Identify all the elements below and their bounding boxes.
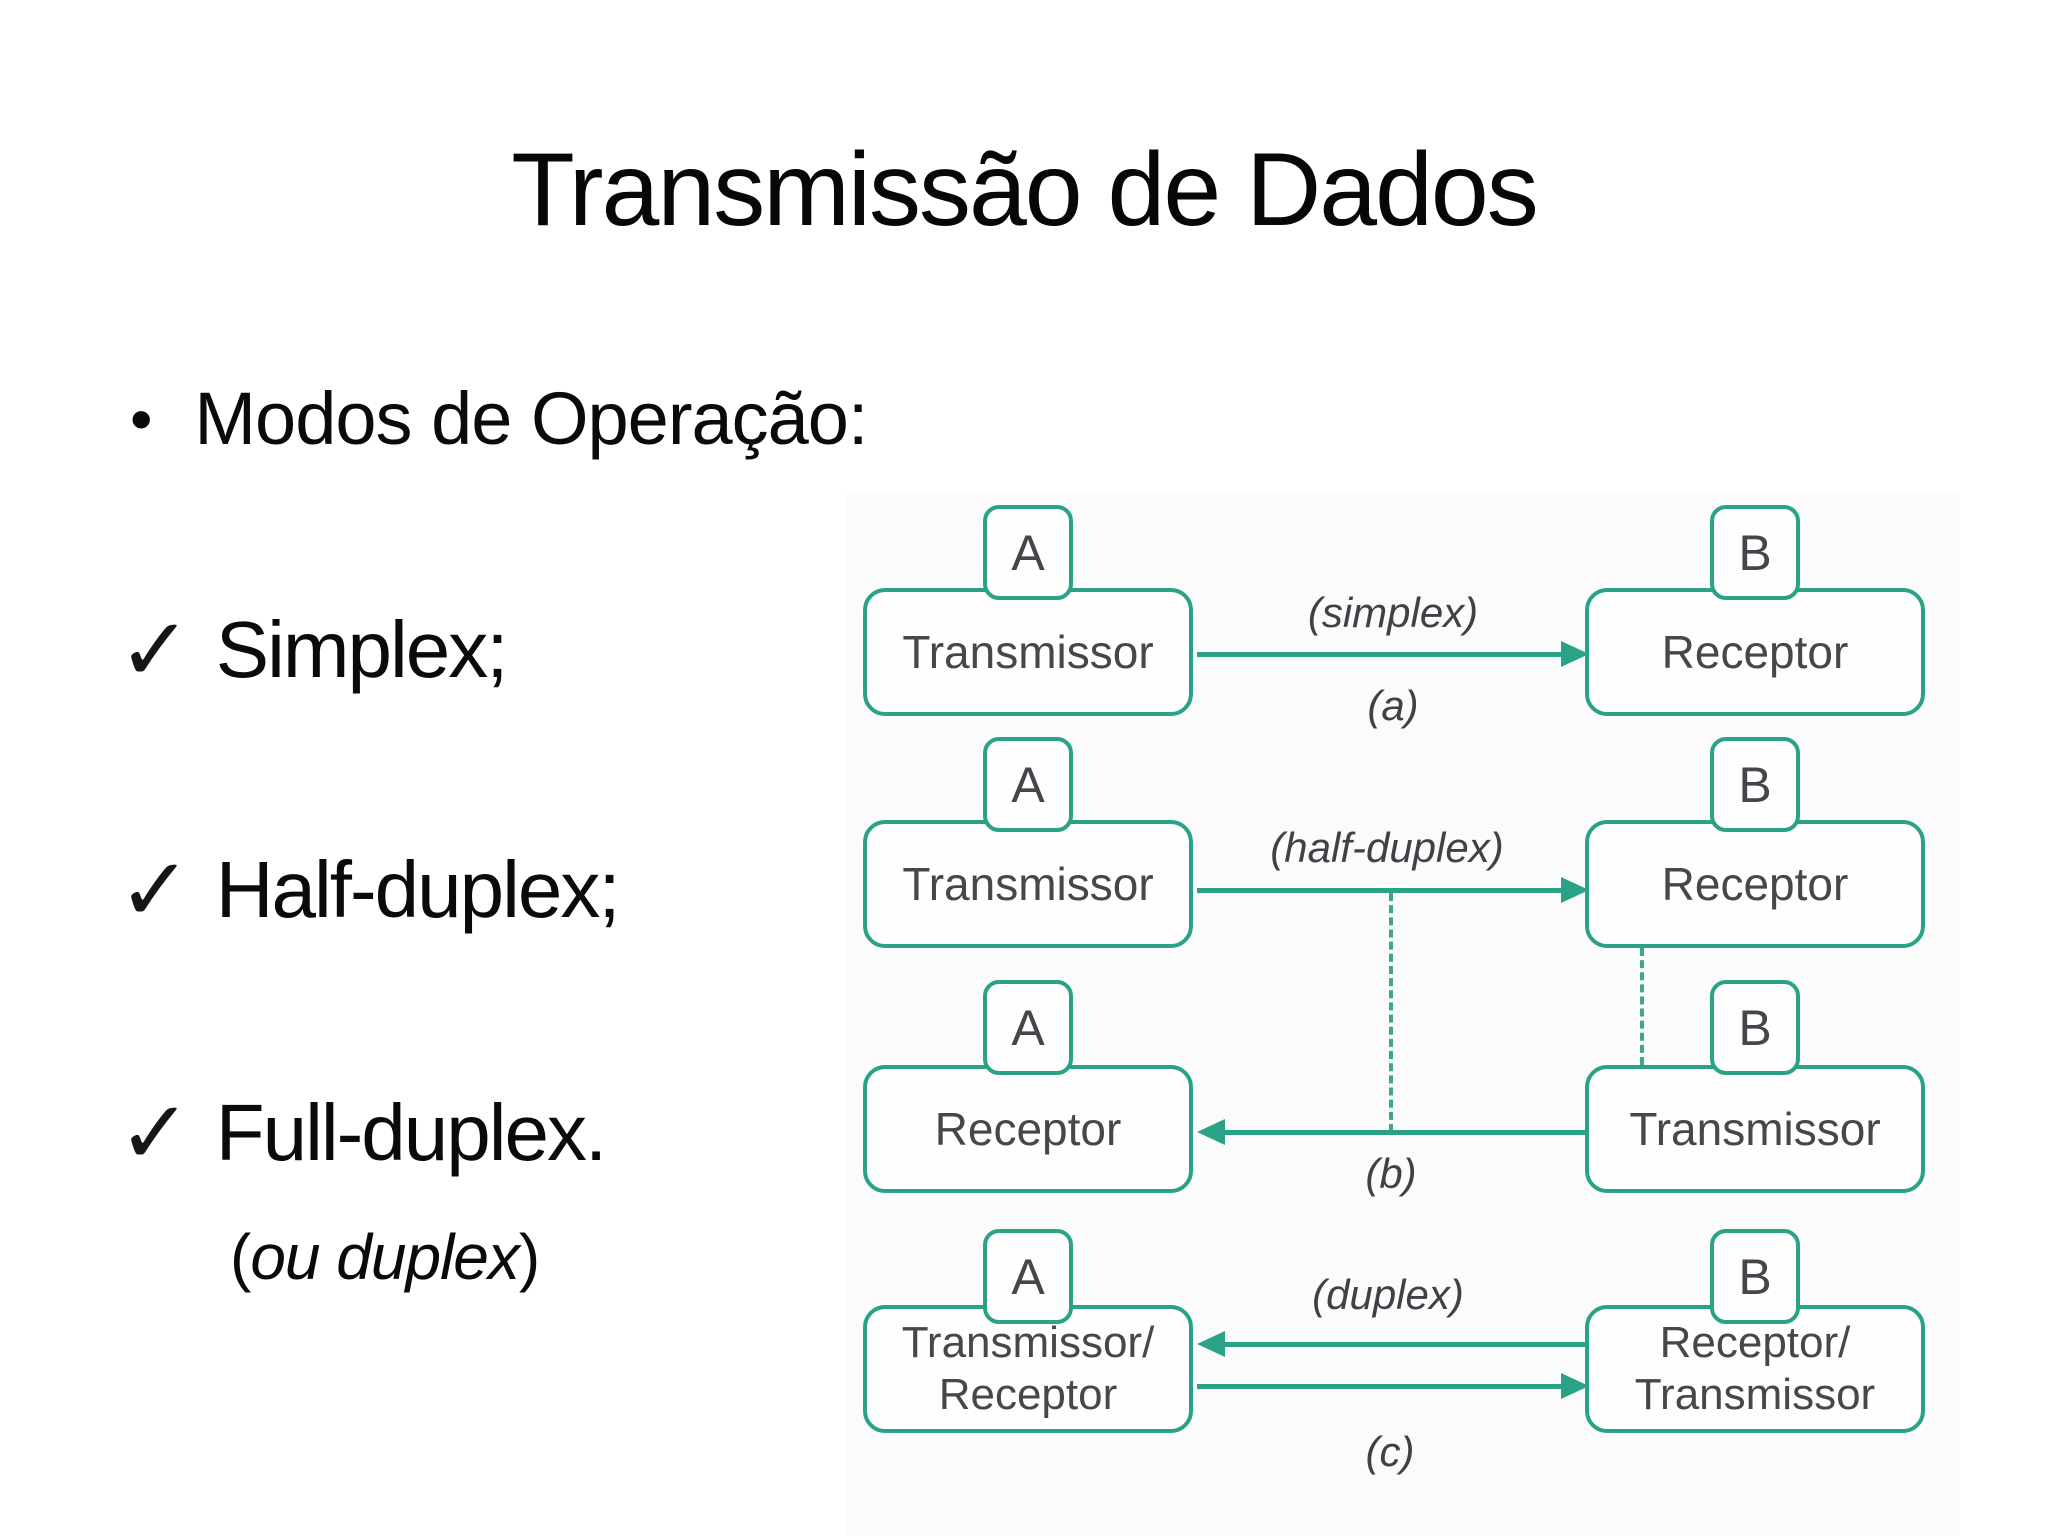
duplex-note: (ou duplex) [230, 1220, 540, 1294]
checklist-item-label: Half-duplex; [215, 845, 621, 934]
checkmark-icon: ✓ [118, 1081, 192, 1184]
checkmark-icon: ✓ [118, 838, 192, 941]
node-box-transmissor: Transmissor [1585, 1065, 1925, 1193]
note-italic-text: ou duplex [250, 1221, 520, 1293]
row-b-label: (b) [1365, 1150, 1417, 1197]
note-close-paren: ) [518, 1221, 540, 1293]
station-tab-a: A [983, 980, 1073, 1075]
checkmark-icon: ✓ [118, 598, 192, 701]
bullet-item: • Modos de Operação: [130, 376, 868, 461]
node-box-label: Transmissor [902, 858, 1154, 910]
node-box-transmissor-receptor: Transmissor/ Receptor [863, 1305, 1193, 1433]
checklist-item-half-duplex: ✓ Half-duplex; [118, 838, 621, 941]
node-box-label: Transmissor [902, 626, 1154, 678]
node-box-label: Transmissor [1634, 1370, 1876, 1419]
note-open-paren: ( [230, 1221, 251, 1293]
node-box-label: Receptor [1661, 858, 1849, 910]
dashed-connector-right [1640, 948, 1644, 1065]
station-tab-a: A [983, 505, 1073, 600]
station-tab-b: B [1710, 980, 1800, 1075]
checklist-item-label: Simplex; [215, 605, 509, 694]
node-box-receptor: Receptor [863, 1065, 1193, 1193]
node-box-label: Receptor/ [1659, 1318, 1851, 1367]
checklist-item-full-duplex: ✓ Full-duplex. [118, 1081, 608, 1184]
duplex-label: (duplex) [1312, 1271, 1464, 1318]
row-c-label: (c) [1365, 1428, 1415, 1475]
node-box-receptor: Receptor [1585, 588, 1925, 716]
row-a-label: (a) [1367, 682, 1419, 729]
station-tab-a: A [983, 737, 1073, 832]
node-box-label: Receptor [1661, 626, 1849, 678]
simplex-label: (simplex) [1307, 589, 1479, 636]
half-duplex-label: (half-duplex) [1270, 824, 1504, 871]
node-box-transmissor: Transmissor [863, 820, 1193, 948]
station-tab-b: B [1710, 737, 1800, 832]
node-box-label: Receptor [938, 1370, 1118, 1419]
node-box-label: Transmissor/ [901, 1318, 1155, 1367]
slide-title: Transmissão de Dados [511, 132, 1539, 248]
node-box-label: Transmissor [1629, 1103, 1881, 1155]
station-tab-b: B [1710, 505, 1800, 600]
node-box-transmissor: Transmissor [863, 588, 1193, 716]
bullet-marker: • [130, 382, 153, 455]
station-tab-a: A [983, 1229, 1073, 1324]
node-box-receptor: Receptor [1585, 820, 1925, 948]
checklist-item-label: Full-duplex. [215, 1088, 608, 1177]
dashed-connector-center [1389, 893, 1393, 1132]
station-tab-b: B [1710, 1229, 1800, 1324]
node-box-label: Receptor [934, 1103, 1122, 1155]
node-box-receptor-transmissor: Receptor/ Transmissor [1585, 1305, 1925, 1433]
bullet-text: Modos de Operação: [194, 377, 868, 460]
checklist-item-simplex: ✓ Simplex; [118, 598, 509, 701]
